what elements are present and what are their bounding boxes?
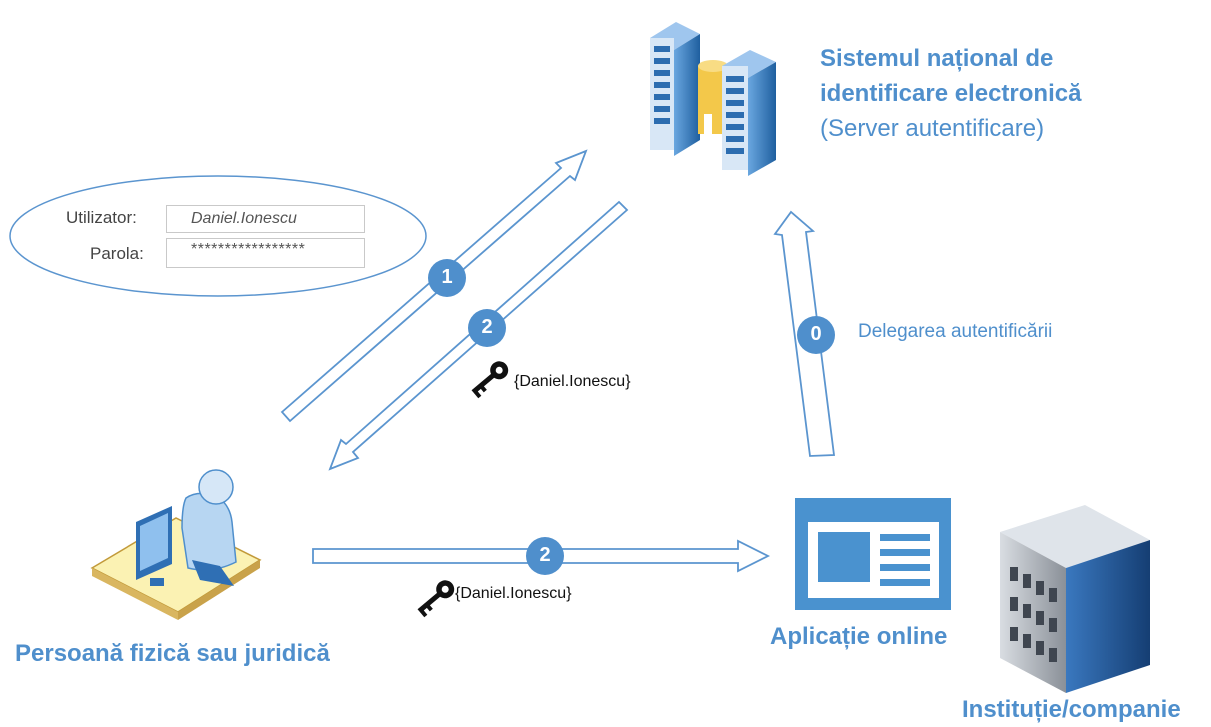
key-icon bbox=[471, 361, 509, 399]
step2-bottom-number: 2 bbox=[539, 544, 551, 566]
server-title-line2: identificare electronică bbox=[820, 80, 1082, 107]
person-computer-icon bbox=[90, 469, 262, 620]
step1-number: 1 bbox=[441, 266, 453, 288]
institution-label: Instituție/companie bbox=[962, 696, 1181, 723]
app-window-icon bbox=[795, 498, 951, 610]
server-subtitle: (Server autentificare) bbox=[820, 115, 1045, 142]
step2-top-number: 2 bbox=[481, 316, 493, 338]
app-label: Aplicație online bbox=[770, 623, 948, 650]
server-icon bbox=[650, 22, 776, 176]
building-icon bbox=[1000, 505, 1150, 693]
user-label: Utilizator: bbox=[66, 208, 137, 227]
token-label-bottom: {Daniel.Ionescu} bbox=[455, 585, 572, 602]
step2-top-badge bbox=[468, 309, 506, 347]
step0-number: 0 bbox=[810, 323, 822, 345]
password-label: Parola: bbox=[90, 244, 144, 263]
key-icon bbox=[417, 580, 455, 618]
server-title-line1: Sistemul național de bbox=[820, 45, 1054, 72]
step2-bottom-badge bbox=[526, 537, 564, 575]
delegation-label: Delegarea autentificării bbox=[858, 321, 1053, 342]
token-label-top: {Daniel.Ionescu} bbox=[514, 373, 631, 390]
step0-badge bbox=[797, 316, 835, 354]
user-field[interactable]: Daniel.Ionescu bbox=[166, 205, 365, 233]
person-label: Persoană fizică sau juridică bbox=[15, 640, 330, 667]
server-title: Sistemul național de identificare electr… bbox=[820, 41, 1081, 146]
step1-badge bbox=[428, 259, 466, 297]
login-ellipse bbox=[9, 175, 427, 297]
password-field[interactable]: ***************** bbox=[166, 238, 365, 268]
